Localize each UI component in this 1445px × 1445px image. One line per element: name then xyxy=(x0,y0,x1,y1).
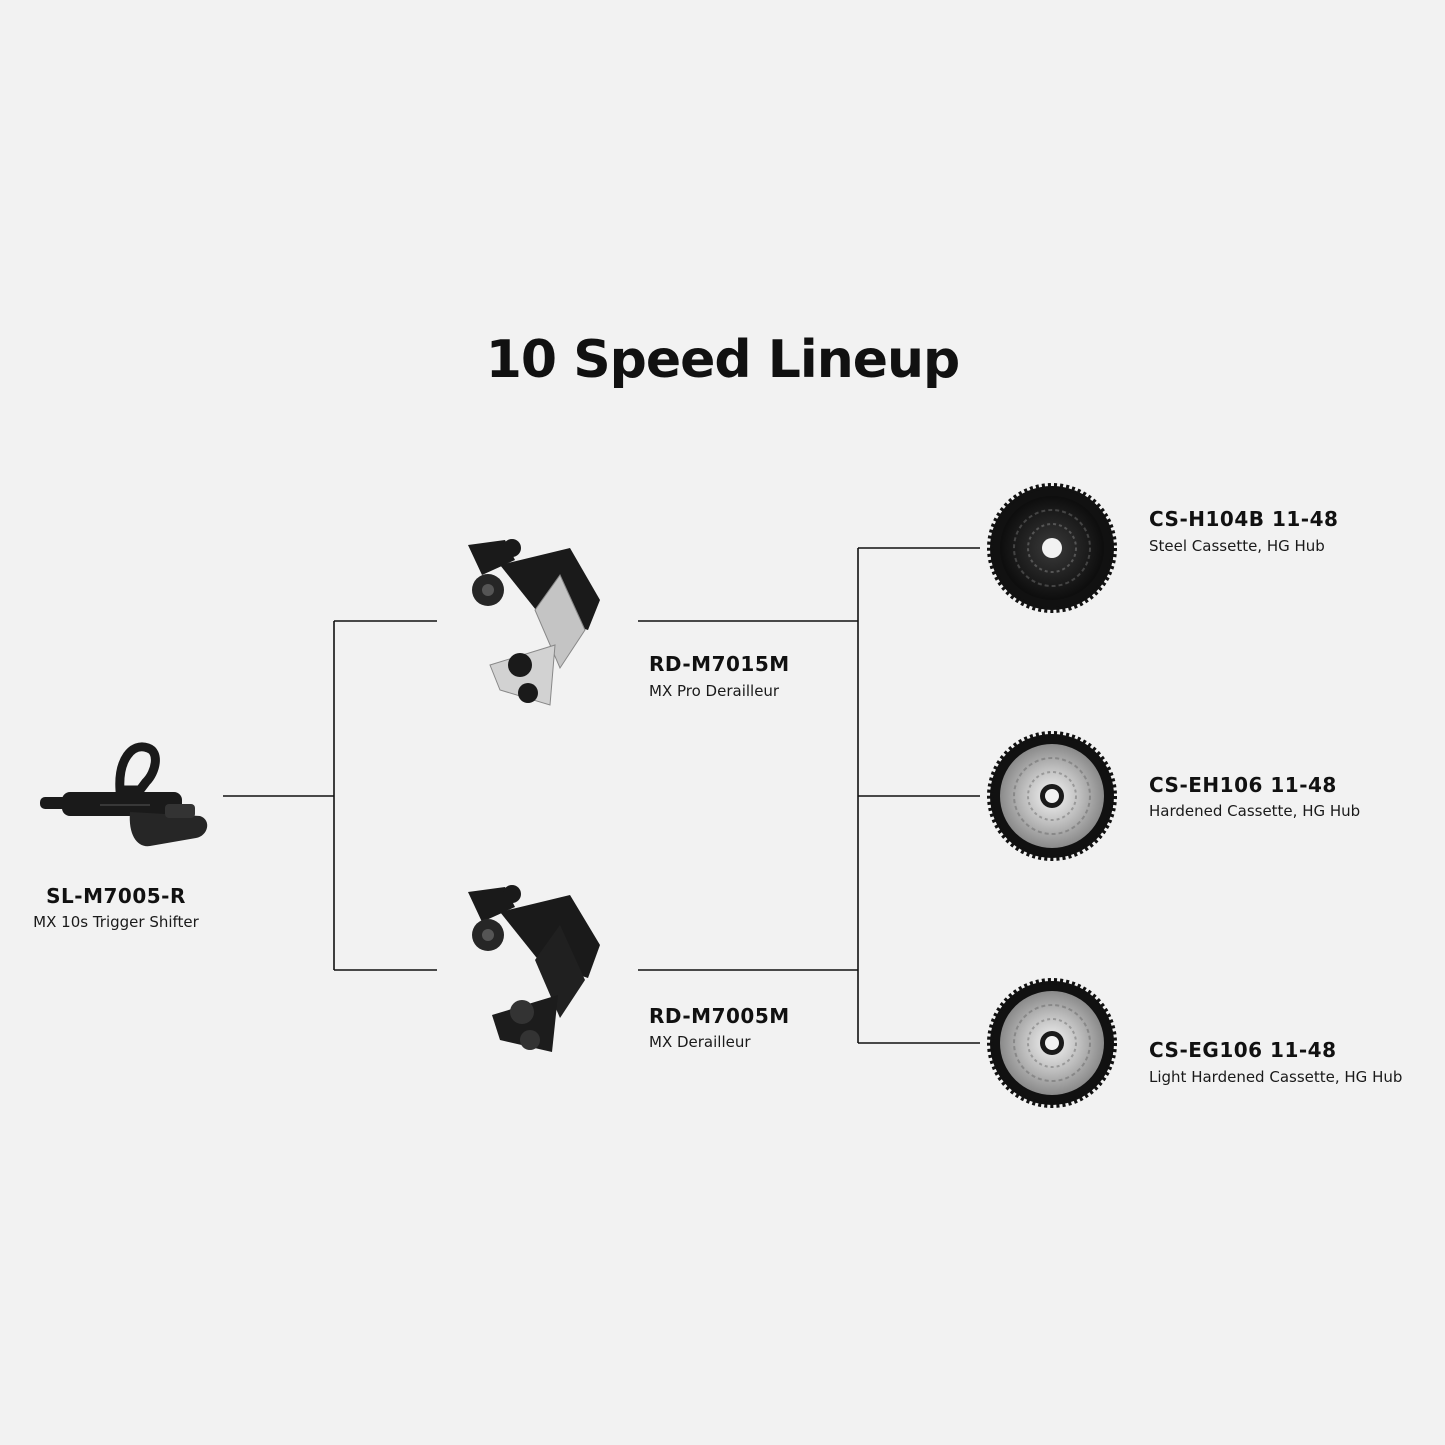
silver-cassette-icon xyxy=(987,978,1117,1108)
connector-lines xyxy=(223,547,980,1044)
cassette-1-desc: Steel Cassette, HG Hub xyxy=(1149,537,1325,555)
silver-derailleur-icon xyxy=(468,539,600,706)
derailleur-1-desc: MX Pro Derailleur xyxy=(649,682,780,700)
cassette-3-code: CS-EG106 11-48 xyxy=(1149,1038,1337,1062)
trigger-shifter-icon xyxy=(40,742,208,847)
cassette-1-code: CS-H104B 11-48 xyxy=(1149,507,1339,531)
derailleur-2-code: RD-M7005M xyxy=(649,1004,790,1028)
derailleur-2-desc: MX Derailleur xyxy=(649,1033,751,1051)
page-title: 10 Speed Lineup xyxy=(485,330,961,390)
shifter-code: SL-M7005-R xyxy=(46,884,186,908)
black-cassette-icon xyxy=(987,483,1117,613)
cassette-3-desc: Light Hardened Cassette, HG Hub xyxy=(1149,1068,1403,1086)
cassette-2-code: CS-EH106 11-48 xyxy=(1149,773,1337,797)
silver-cassette-icon xyxy=(987,731,1117,861)
black-derailleur-icon xyxy=(468,885,600,1052)
derailleur-1-code: RD-M7015M xyxy=(649,652,790,676)
cassette-2-desc: Hardened Cassette, HG Hub xyxy=(1149,802,1361,820)
shifter-desc: MX 10s Trigger Shifter xyxy=(33,913,199,931)
